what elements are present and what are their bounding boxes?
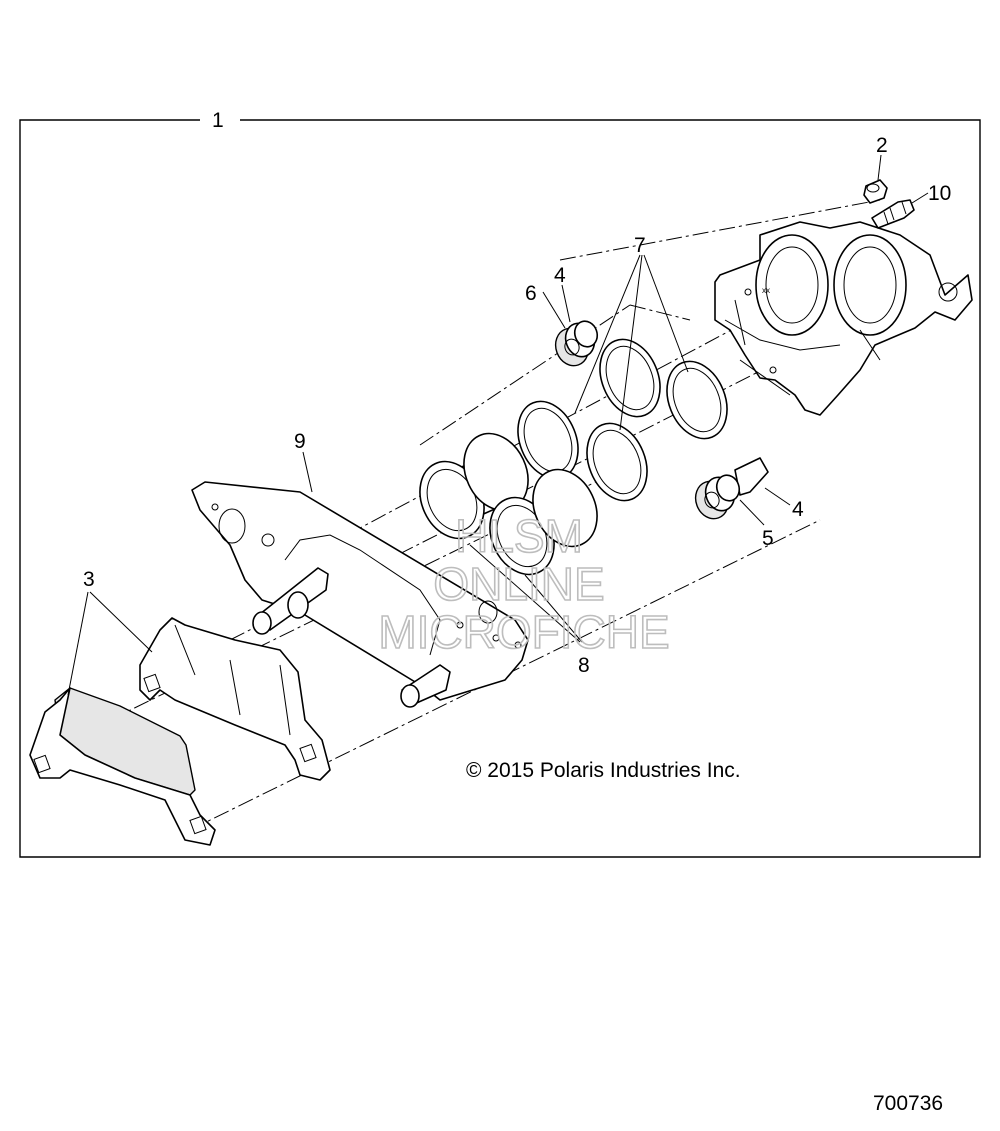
- figure-number: 700736: [873, 1092, 943, 1115]
- caliper-housing: xx: [714, 221, 973, 416]
- callout-6: 6: [525, 282, 537, 305]
- watermark-line-2: ONLINE: [433, 558, 604, 610]
- pistons: [419, 432, 598, 576]
- brake-pad-inner: [139, 617, 331, 781]
- callout-3: 3: [83, 568, 95, 591]
- assembly-frame: [19, 119, 981, 858]
- pin-boot-lower: [694, 457, 769, 520]
- callout-4-lower: 4: [792, 498, 804, 521]
- callout-1: 1: [212, 109, 224, 132]
- callout-10: 10: [928, 182, 951, 205]
- callout-8: 8: [578, 654, 590, 677]
- bleeder-screw: [871, 199, 915, 229]
- mounting-bracket: [191, 481, 529, 708]
- brake-pad-outer: [29, 687, 216, 846]
- copyright-text: © 2015 Polaris Industries Inc.: [466, 759, 741, 782]
- callout-2: 2: [876, 134, 888, 157]
- pin-boot-upper: [554, 320, 599, 367]
- watermark: HLSM ONLINE MICROFICHE: [378, 509, 671, 659]
- watermark-line-3: MICROFICHE: [378, 606, 669, 658]
- callout-9: 9: [294, 430, 306, 453]
- callout-7: 7: [634, 234, 646, 257]
- piston-seals: [517, 338, 728, 502]
- bleeder-cap: [863, 179, 888, 204]
- callout-5: 5: [762, 527, 774, 550]
- watermark-line-1: HLSM: [455, 510, 583, 562]
- svg-text:xx: xx: [762, 286, 770, 295]
- callout-4-upper: 4: [554, 264, 566, 287]
